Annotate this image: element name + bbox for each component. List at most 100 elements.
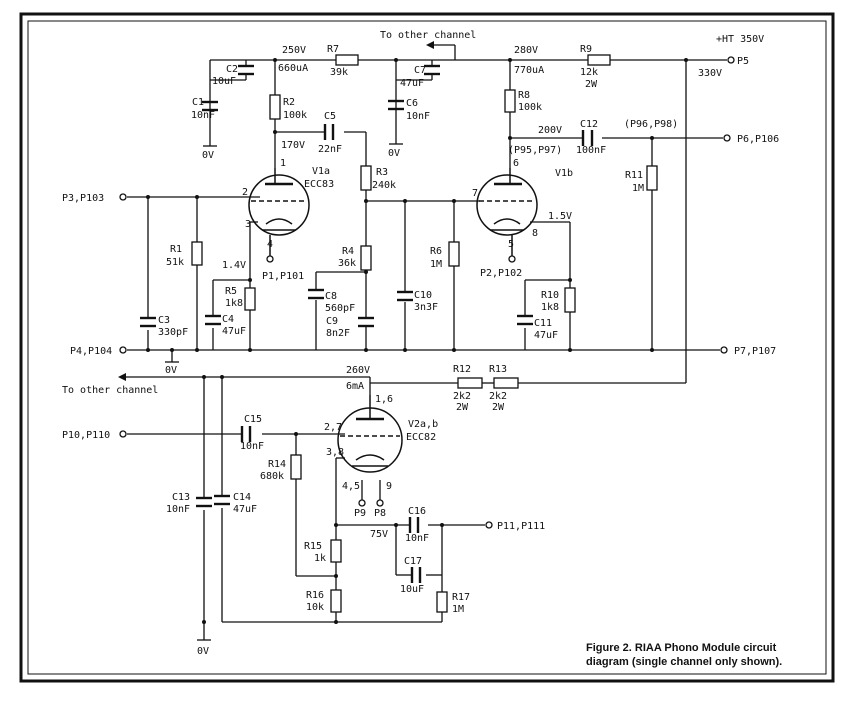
label-r4-value: 36k	[338, 258, 356, 269]
label-0v-4: 0V	[197, 646, 209, 657]
label-r1-value: 51k	[166, 257, 184, 268]
label-ht: +HT 350V	[716, 34, 764, 45]
label-c5-value: 22nF	[318, 144, 342, 155]
label-c2: C2	[226, 64, 238, 75]
component-labels: P5 +HT 350V 330V To other channel To oth…	[62, 30, 779, 657]
label-p5: P5	[737, 56, 749, 67]
label-p10: P10,P110	[62, 430, 110, 441]
label-r7-value: 39k	[330, 67, 348, 78]
label-200v: 200V	[538, 125, 562, 136]
label-r12-watt: 2W	[456, 402, 469, 413]
label-ecc82: ECC82	[406, 432, 436, 443]
label-pin4: 4	[267, 239, 273, 250]
label-r13-value: 2k2	[489, 391, 507, 402]
label-r2: R2	[283, 97, 295, 108]
label-to-other-top: To other channel	[380, 30, 476, 41]
label-p11: P11,P111	[497, 521, 545, 532]
label-c15: C15	[244, 414, 262, 425]
label-r5: R5	[225, 286, 237, 297]
label-ecc83: ECC83	[304, 179, 334, 190]
label-r8-value: 100k	[518, 102, 542, 113]
label-c12-value: 100nF	[576, 145, 606, 156]
label-c6-value: 10nF	[406, 111, 430, 122]
label-pin45: 4,5	[342, 481, 360, 492]
label-p8: P8	[374, 508, 386, 519]
label-c14: C14	[233, 492, 251, 503]
label-pin7: 7	[472, 188, 478, 199]
label-c15-value: 10nF	[240, 441, 264, 452]
label-c2-value: 10uF	[212, 76, 236, 87]
label-0v-2: 0V	[388, 148, 400, 159]
label-170v: 170V	[281, 140, 305, 151]
label-r9-value: 12k	[580, 67, 598, 78]
label-v1b: V1b	[555, 168, 573, 179]
label-pin3: 3	[245, 219, 251, 230]
label-r6-value: 1M	[430, 259, 442, 270]
label-pin38: 3,8	[326, 447, 344, 458]
label-r3-value: 240k	[372, 180, 396, 191]
label-c3-value: 330pF	[158, 327, 188, 338]
label-r3: R3	[376, 167, 388, 178]
label-c3: C3	[158, 315, 170, 326]
label-r9: R9	[580, 44, 592, 55]
label-c7: C7	[414, 65, 426, 76]
label-r16-value: 10k	[306, 602, 324, 613]
label-r15: R15	[304, 541, 322, 552]
label-6ma: 6mA	[346, 381, 364, 392]
label-c1: C1	[192, 97, 204, 108]
label-c8: C8	[325, 291, 337, 302]
valves	[248, 168, 538, 473]
label-r5-value: 1k8	[225, 298, 243, 309]
label-pin8: 8	[532, 228, 538, 239]
label-c16-value: 10nF	[405, 533, 429, 544]
label-260v: 260V	[346, 365, 370, 376]
label-pin16: 1,6	[375, 394, 393, 405]
label-r14-value: 680k	[260, 471, 284, 482]
label-c8-value: 560pF	[325, 303, 355, 314]
label-c11: C11	[534, 318, 552, 329]
caption-line-1: Figure 2. RIAA Phono Module circuit	[586, 642, 777, 654]
label-r14: R14	[268, 459, 286, 470]
label-0v-1: 0V	[202, 150, 214, 161]
label-c14-value: 47uF	[233, 504, 257, 515]
label-c16: C16	[408, 506, 426, 517]
label-280v: 280V	[514, 45, 538, 56]
label-pin5: 5	[508, 239, 514, 250]
caption-line-2: diagram (single channel only shown).	[586, 656, 783, 668]
label-c17: C17	[404, 556, 422, 567]
label-r11-value: 1M	[632, 183, 644, 194]
label-c1-value: 10nF	[191, 110, 215, 121]
label-p95: (P95,P97)	[508, 145, 562, 156]
label-r4: R4	[342, 246, 354, 257]
label-c10: C10	[414, 290, 432, 301]
label-p6: P6,P106	[737, 134, 779, 145]
label-r10: R10	[541, 290, 559, 301]
capacitors	[140, 64, 594, 583]
label-c4: C4	[222, 314, 234, 325]
label-r17: R17	[452, 592, 470, 603]
wiring	[120, 44, 727, 641]
label-p3: P3,P103	[62, 193, 104, 204]
label-pin9: 9	[386, 481, 392, 492]
label-c13: C13	[172, 492, 190, 503]
label-v1a: V1a	[312, 166, 330, 177]
label-c9-value: 8n2F	[326, 328, 350, 339]
label-770ua: 770uA	[514, 65, 544, 76]
label-r2-value: 100k	[283, 110, 307, 121]
label-r16: R16	[306, 590, 324, 601]
label-p96: (P96,P98)	[624, 119, 678, 130]
label-c12: C12	[580, 119, 598, 130]
label-330v: 330V	[698, 68, 722, 79]
label-c5: C5	[324, 111, 336, 122]
label-p2: P2,P102	[480, 268, 522, 279]
label-c7-value: 47uF	[400, 78, 424, 89]
label-v2ab: V2a,b	[408, 419, 438, 430]
label-pin27: 2,7	[324, 422, 342, 433]
label-r13-watt: 2W	[492, 402, 505, 413]
label-p4: P4,P104	[70, 346, 112, 357]
label-c9: C9	[326, 316, 338, 327]
label-p9: P9	[354, 508, 366, 519]
label-r9-watt: 2W	[585, 79, 598, 90]
label-pin6: 6	[513, 158, 519, 169]
